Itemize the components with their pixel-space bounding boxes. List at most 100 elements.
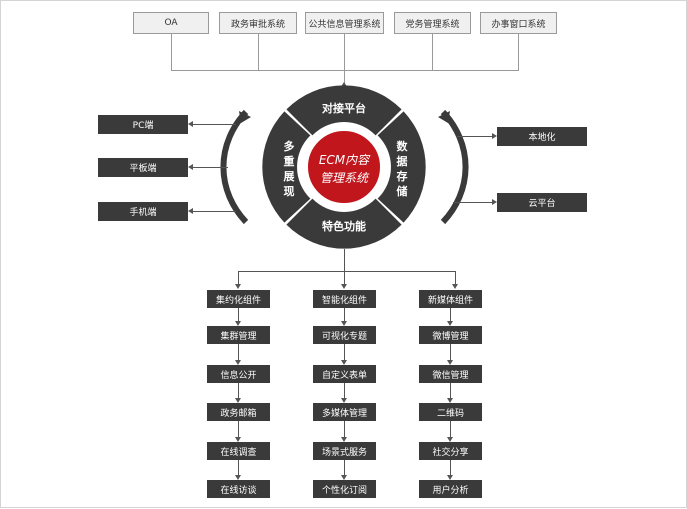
arrow-down-icon [235, 284, 241, 289]
segment-bottom [286, 198, 402, 249]
arrow-down-icon [235, 360, 241, 365]
connector-line [344, 383, 345, 398]
connector-line [450, 383, 451, 398]
right-outer-arc [440, 109, 469, 225]
arrow-down-icon [341, 437, 347, 442]
column-header-intensive: 集约化组件 [207, 290, 270, 308]
left-arc-cap-icon [239, 111, 251, 123]
column-item: 自定义表单 [313, 365, 376, 383]
connector-line [344, 344, 345, 360]
column-item: 在线调查 [207, 442, 270, 460]
connector-line [238, 383, 239, 398]
connector-line [193, 124, 236, 125]
arrow-up-icon [340, 82, 348, 88]
connector-line [238, 344, 239, 360]
connector-line [344, 421, 345, 437]
column-header-new-media: 新媒体组件 [419, 290, 482, 308]
segment-right-label-char: 储 [397, 184, 408, 198]
arrow-left-icon [188, 121, 193, 127]
column-header-intelligent: 智能化组件 [313, 290, 376, 308]
connector-line [450, 308, 451, 321]
output-mobile: 手机端 [98, 202, 188, 221]
arrow-down-icon [235, 437, 241, 442]
column-item: 社交分享 [419, 442, 482, 460]
connector-line [344, 249, 345, 271]
arrow-left-icon [188, 208, 193, 214]
top-system-public-info: 公共信息管理系统 [305, 12, 384, 34]
connector-line [344, 308, 345, 321]
connector-line [453, 202, 492, 203]
connector-line [457, 136, 492, 137]
connector-line [238, 271, 239, 284]
segment-bottom-label: 特色功能 [322, 219, 366, 233]
arrow-down-icon [341, 284, 347, 289]
connector-line [450, 421, 451, 437]
arrow-down-icon [235, 321, 241, 326]
top-system-party-affairs: 党务管理系统 [394, 12, 471, 34]
arrow-down-icon [452, 284, 458, 289]
segment-left [262, 111, 311, 223]
connector-line [238, 308, 239, 321]
connector-line [450, 460, 451, 475]
column-item: 在线访谈 [207, 480, 270, 498]
arrow-right-icon [492, 199, 497, 205]
segment-left-label-char: 展 [283, 170, 296, 183]
segment-top-label: 对接平台 [322, 101, 366, 115]
output-tablet: 平板端 [98, 158, 188, 177]
arrow-down-icon [341, 360, 347, 365]
arrow-down-icon [447, 475, 453, 480]
arrow-left-icon [188, 164, 193, 170]
connector-line [193, 167, 228, 168]
output-local: 本地化 [497, 127, 587, 146]
column-item: 微信管理 [419, 365, 482, 383]
column-item: 政务邮箱 [207, 403, 270, 421]
output-cloud: 云平台 [497, 193, 587, 212]
column-item: 场景式服务 [313, 442, 376, 460]
connector-line [258, 34, 259, 70]
right-arc-cap-icon [438, 111, 450, 123]
connector-line [171, 70, 519, 71]
segment-left-label-char: 多 [284, 139, 295, 153]
connector-line [193, 211, 236, 212]
top-system-approval: 政务审批系统 [219, 12, 297, 34]
column-item: 集群管理 [207, 326, 270, 344]
connector-line [455, 271, 456, 284]
arrow-down-icon [341, 475, 347, 480]
arrow-right-icon [492, 133, 497, 139]
center-title-line2: 管理系统 [320, 171, 370, 185]
segment-right-label-char: 存 [397, 169, 408, 183]
connector-line [171, 34, 172, 70]
center-circle [304, 127, 384, 207]
arrow-down-icon [341, 321, 347, 326]
connector-line [238, 271, 456, 272]
segment-left-label-char: 重 [284, 154, 295, 168]
arrow-down-icon [235, 398, 241, 403]
column-item: 多媒体管理 [313, 403, 376, 421]
connector-line [344, 70, 345, 84]
segment-right [377, 111, 426, 223]
column-item: 微博管理 [419, 326, 482, 344]
connector-line [344, 34, 345, 70]
top-system-oa: OA [133, 12, 209, 34]
top-system-service-window: 办事窗口系统 [480, 12, 557, 34]
segment-left-label-char: 现 [284, 185, 295, 198]
connector-line [344, 271, 345, 284]
segment-top [286, 85, 402, 136]
connector-line [518, 34, 519, 70]
arrow-down-icon [341, 398, 347, 403]
segment-right-label-char: 据 [397, 154, 408, 168]
arrow-down-icon [447, 398, 453, 403]
connector-line [432, 34, 433, 70]
output-pc: PC端 [98, 115, 188, 134]
connector-line [344, 460, 345, 475]
column-item: 用户分析 [419, 480, 482, 498]
connector-line [238, 421, 239, 437]
center-title-line1: ECM内容 [319, 153, 371, 167]
column-item: 可视化专题 [313, 326, 376, 344]
connector-line [450, 344, 451, 360]
column-item: 个性化订阅 [313, 480, 376, 498]
column-item: 二维码 [419, 403, 482, 421]
segment-right-label-char: 数 [397, 139, 409, 153]
